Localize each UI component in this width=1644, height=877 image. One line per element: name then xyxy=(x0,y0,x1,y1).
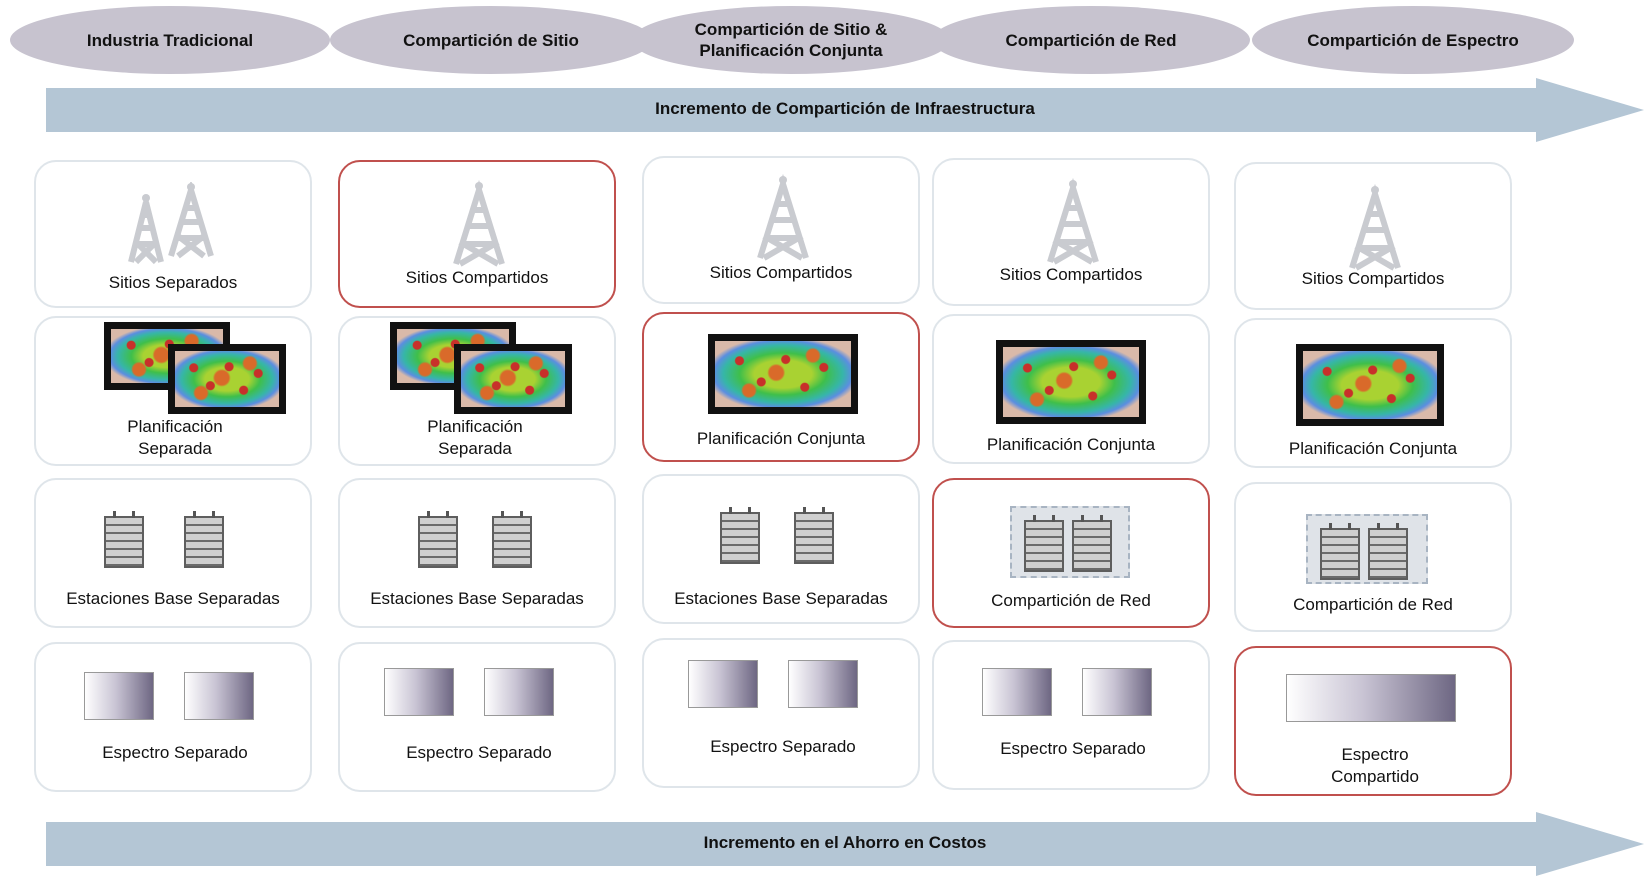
tower-icon xyxy=(757,173,809,261)
card-stations-col4: Compartición de Red xyxy=(932,478,1210,628)
spectrum-block-icon xyxy=(184,672,254,720)
card-sites-col4: Sitios Compartidos xyxy=(932,158,1210,306)
card-sites-col5: Sitios Compartidos xyxy=(1234,162,1512,310)
sites-label: Sitios Separados xyxy=(108,273,238,292)
header-comparticion-sitio-planificacion: Compartición de Sitio & Planificación Co… xyxy=(632,6,950,74)
card-planning-col1: Planificación Separada xyxy=(34,316,312,466)
arrow-infraestructura: Incremento de Compartición de Infraestru… xyxy=(46,78,1644,142)
coverage-map-icon xyxy=(996,340,1146,424)
header-industria-tradicional: Industria Tradicional xyxy=(10,6,330,74)
card-sites-col3: Sitios Compartidos xyxy=(642,156,920,304)
stations-label: Estaciones Base Separadas xyxy=(674,589,888,608)
base-station-icon xyxy=(1320,523,1360,580)
arrow-label-top: Incremento de Compartición de Infraestru… xyxy=(655,99,1035,118)
sites-label: Sitios Compartidos xyxy=(999,265,1143,284)
base-station-icon xyxy=(720,507,760,564)
header-comparticion-red: Compartición de Red xyxy=(932,6,1250,74)
tower-icon xyxy=(1349,183,1401,271)
card-planning-col3: Planificación Conjunta xyxy=(642,312,920,462)
coverage-map-icon xyxy=(168,344,286,414)
stations-label: Compartición de Red xyxy=(991,591,1151,610)
base-station-icon xyxy=(794,507,834,564)
card-stations-col1: Estaciones Base Separadas xyxy=(34,478,312,628)
planning-label: Planificación Separada xyxy=(127,417,223,458)
stations-label: Compartición de Red xyxy=(1293,595,1453,614)
coverage-map-icon xyxy=(1296,344,1444,426)
sites-label: Sitios Compartidos xyxy=(709,263,853,282)
stations-label: Estaciones Base Separadas xyxy=(370,589,584,608)
spectrum-block-icon xyxy=(788,660,858,708)
card-stations-col2: Estaciones Base Separadas xyxy=(338,478,616,628)
card-stations-col5: Compartición de Red xyxy=(1234,482,1512,632)
shared-base-station-box xyxy=(1306,514,1428,584)
base-station-icon xyxy=(1024,515,1064,572)
base-station-icon xyxy=(1072,515,1112,572)
arrow-label-bottom: Incremento en el Ahorro en Costos xyxy=(703,833,987,852)
spectrum-label: Espectro Separado xyxy=(406,743,552,762)
card-planning-col5: Planificación Conjunta xyxy=(1234,318,1512,468)
spectrum-block-icon xyxy=(484,668,554,716)
spectrum-block-icon xyxy=(1082,668,1152,716)
base-station-icon xyxy=(492,511,532,568)
sites-label: Sitios Compartidos xyxy=(1301,269,1445,288)
tower-icon xyxy=(128,182,214,265)
spectrum-block-icon xyxy=(384,668,454,716)
planning-label: Planificación Separada xyxy=(427,417,523,458)
planning-label: Planificación Conjunta xyxy=(1288,439,1458,458)
planning-label: Planificación Conjunta xyxy=(696,429,866,448)
tower-icon xyxy=(1047,177,1099,265)
base-station-icon xyxy=(418,511,458,568)
base-station-icon xyxy=(1368,523,1408,580)
card-planning-col4: Planificación Conjunta xyxy=(932,314,1210,464)
arrow-ahorro: Incremento en el Ahorro en Costos xyxy=(46,812,1644,876)
card-spectrum-col4: Espectro Separado xyxy=(932,640,1210,790)
card-spectrum-col3: Espectro Separado xyxy=(642,638,920,788)
base-station-icon xyxy=(184,511,224,568)
planning-label: Planificación Conjunta xyxy=(986,435,1156,454)
stations-label: Estaciones Base Separadas xyxy=(66,589,280,608)
coverage-map-icon xyxy=(454,344,572,414)
card-planning-col2: Planificación Separada xyxy=(338,316,616,466)
header-comparticion-espectro: Compartición de Espectro xyxy=(1252,6,1574,74)
header-comparticion-sitio: Compartición de Sitio xyxy=(330,6,652,74)
coverage-map-icon xyxy=(708,334,858,414)
spectrum-label: Espectro Separado xyxy=(1000,739,1146,758)
spectrum-label: Espectro Separado xyxy=(710,737,856,756)
card-stations-col3: Estaciones Base Separadas xyxy=(642,474,920,624)
spectrum-label: Espectro Separado xyxy=(102,743,248,762)
card-spectrum-col5: Espectro Compartido xyxy=(1234,646,1512,796)
spectrum-block-icon xyxy=(84,672,154,720)
spectrum-label: Espectro Compartido xyxy=(1331,745,1419,786)
sites-label: Sitios Compartidos xyxy=(405,268,549,287)
card-spectrum-col1: Espectro Separado xyxy=(34,642,312,792)
card-spectrum-col2: Espectro Separado xyxy=(338,642,616,792)
arrow-shape xyxy=(46,812,1644,876)
arrow-shape xyxy=(46,78,1644,142)
card-sites-col2: Sitios Compartidos xyxy=(338,160,616,308)
base-station-icon xyxy=(104,511,144,568)
spectrum-block-icon xyxy=(982,668,1052,716)
spectrum-block-icon xyxy=(1286,674,1456,722)
card-sites-col1: Sitios Separados xyxy=(34,160,312,308)
shared-base-station-box xyxy=(1010,506,1130,578)
spectrum-block-icon xyxy=(688,660,758,708)
tower-icon xyxy=(453,179,505,267)
